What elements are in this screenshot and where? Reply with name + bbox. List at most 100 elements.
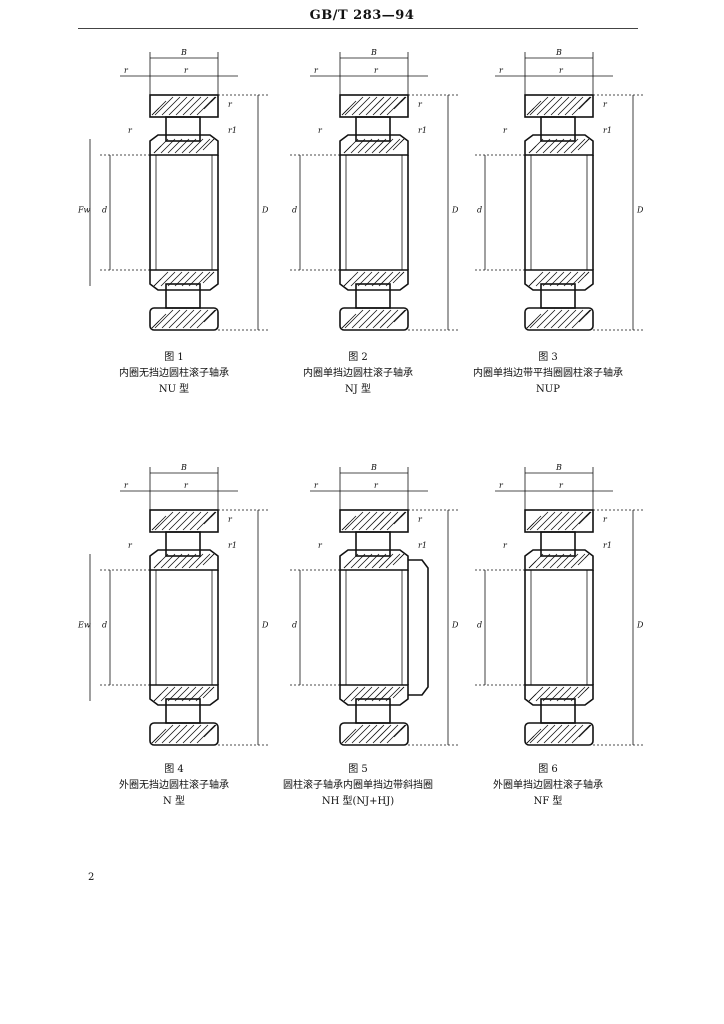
roller-bottom: [540, 698, 576, 724]
hatch-line: [399, 686, 405, 692]
hatch-line: [372, 309, 392, 329]
hatch-line: [529, 511, 549, 531]
figure-type: NUP: [536, 384, 560, 395]
hatch-line: [571, 96, 591, 116]
hatch-line: [529, 96, 549, 116]
hatch-line: [151, 515, 167, 531]
hatch-line: [585, 724, 592, 731]
roller-top: [540, 531, 576, 557]
hatch-line: [399, 553, 405, 559]
dimension-label: r: [559, 481, 564, 490]
hatch-line: [543, 724, 563, 744]
hatch-line: [341, 100, 357, 116]
figure-number: 图 1: [164, 352, 184, 363]
hatch-line: [529, 309, 549, 329]
hatch-line: [536, 724, 556, 744]
figure-name: 内圈单挡边圆柱滚子轴承: [303, 368, 413, 379]
hatch-line: [153, 138, 169, 154]
figure-type: N 型: [163, 796, 185, 807]
hatch-line: [174, 553, 190, 569]
dimension-label: r: [128, 126, 133, 135]
figure-number: 图 2: [348, 352, 368, 363]
hatch-line: [365, 724, 385, 744]
dimension-label: r: [603, 100, 608, 109]
hatch-line: [160, 553, 176, 569]
dimension-label: r1: [228, 541, 237, 550]
hatch-line: [196, 309, 216, 329]
dimension-label: r: [499, 481, 504, 490]
hatch-line: [154, 511, 174, 531]
hatch-line: [557, 96, 577, 116]
hatch-line: [343, 138, 359, 154]
hatch-line: [526, 728, 542, 744]
hatch-line: [344, 724, 364, 744]
dimension-label: D: [261, 621, 269, 630]
hatch-line: [151, 100, 167, 116]
hatch-line: [371, 138, 387, 154]
dimension-label: d: [102, 621, 107, 630]
hatch-line: [350, 553, 366, 569]
hatch-line: [151, 728, 167, 744]
dimension-label: B: [370, 463, 377, 472]
hatch-line: [161, 511, 181, 531]
figure-type: NU 型: [158, 384, 190, 395]
page-number: 2: [88, 872, 95, 883]
hatch-line: [182, 309, 202, 329]
hatch-line: [585, 309, 592, 316]
hatch-line: [195, 553, 211, 569]
hatch-line: [557, 511, 577, 531]
hatch-line: [563, 138, 579, 154]
standard-header: GB/T 283—94: [309, 8, 415, 23]
hatch-line: [343, 553, 359, 569]
hatch-line: [535, 553, 551, 569]
hatch-line: [563, 553, 579, 569]
dimension-label: d: [477, 206, 482, 215]
hatch-line: [358, 511, 378, 531]
outer-ring-bottom: [524, 722, 594, 746]
figure-name: 外圈无挡边圆柱滚子轴承: [119, 780, 229, 791]
hatch-line: [154, 309, 174, 329]
inner-ring-bottom: [339, 269, 409, 291]
hatch-line: [154, 96, 174, 116]
inner-ring-bottom: [524, 684, 594, 706]
hatch-line: [196, 724, 216, 744]
dimension-label: D: [451, 621, 459, 630]
hatch-line: [550, 96, 570, 116]
hatch-line: [400, 511, 407, 518]
dimension-label: r1: [603, 126, 612, 135]
hatch-line: [400, 724, 407, 731]
dimension-label: D: [451, 206, 459, 215]
figure-name: 外圈单挡边圆柱滚子轴承: [493, 780, 603, 791]
dimension-label: r: [603, 515, 608, 524]
hatch-line: [379, 309, 399, 329]
hatch-line: [542, 138, 558, 154]
hatch-line: [570, 138, 586, 154]
hatch-line: [543, 309, 563, 329]
angle-ring: [408, 559, 429, 696]
hatch-line: [385, 138, 401, 154]
hatch-line: [151, 313, 167, 329]
hatch-line: [343, 686, 359, 702]
hatch-line: [372, 96, 392, 116]
hatch-line: [168, 511, 188, 531]
hatch-line: [378, 138, 394, 154]
hatch-line: [343, 271, 359, 287]
figure-4-caption: 图 4 外圈无挡边圆柱滚子轴承 N 型: [74, 762, 274, 810]
hatch-line: [371, 553, 387, 569]
hatch-line: [344, 96, 364, 116]
figure-name: 圆柱滚子轴承内圈单挡边带斜挡圈: [283, 780, 433, 791]
hatch-line: [536, 309, 556, 329]
hatch-line: [351, 96, 371, 116]
hatch-line: [344, 511, 364, 531]
hatch-line: [188, 138, 204, 154]
hatch-line: [365, 511, 385, 531]
dimension-label: r: [228, 100, 233, 109]
hatch-line: [584, 686, 590, 692]
hatch-line: [584, 138, 590, 144]
hatch-line: [379, 724, 399, 744]
hatch-line: [175, 511, 195, 531]
hatch-line: [536, 96, 556, 116]
outer-ring-bottom: [524, 307, 594, 331]
